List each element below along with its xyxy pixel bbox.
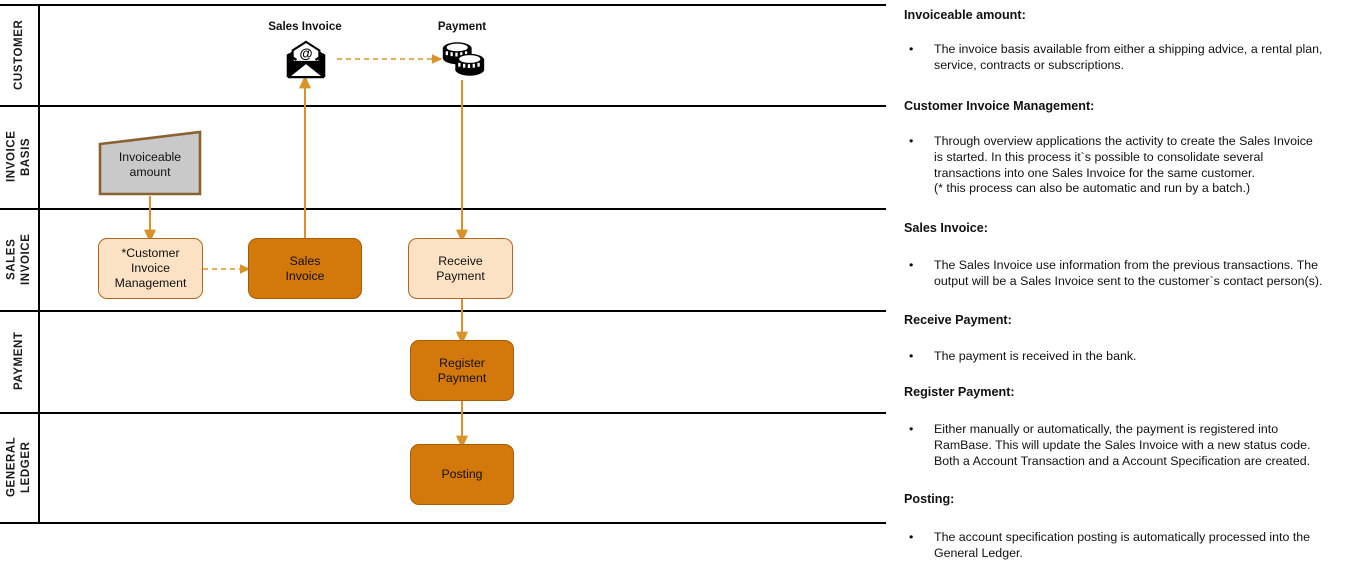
lane-label-sales-invoice: SALES INVOICE [5,233,32,285]
swimlane-diagram: CUSTOMER INVOICE BASIS SALES INVOICE PAY… [0,4,886,524]
coins-icon [438,38,488,80]
node-receive-payment-label: Receive Payment [436,253,485,283]
lane-label-general-ledger: GENERAL LEDGER [5,436,32,498]
lane-rule-bottom [0,522,886,524]
process-description-panel: Invoiceable amount: • The invoice basis … [900,0,1372,567]
panel-text-receive-payment: The payment is received in the bank. [934,349,1137,363]
bullet-dot: • [909,42,914,56]
node-sales-invoice-label: Sales Invoice [285,253,325,283]
panel-bullet-sales-invoice: • The Sales Invoice use information from… [904,258,1372,290]
panel-text-posting: The account specification posting is aut… [934,530,1311,560]
svg-text:@: @ [299,46,312,61]
node-receive-payment[interactable]: Receive Payment [408,238,513,299]
bullet-dot: • [909,134,914,148]
bullet-dot: • [909,530,914,544]
node-invoiceable-amount[interactable]: Invoiceable amount [98,130,202,196]
node-invoiceable-amount-label: Invoiceable amount [118,149,182,179]
panel-text-invoiceable-amount: The invoice basis available from either … [934,42,1323,72]
node-customer-invoice-management[interactable]: *Customer Invoice Management [98,238,203,299]
lane-rule-4 [0,412,886,414]
envelope-at-icon: @ [285,38,327,80]
bullet-dot: • [909,349,914,363]
bullet-dot: • [909,422,914,436]
bullet-dot: • [909,258,914,272]
panel-heading-receive-payment: Receive Payment: [904,313,1012,327]
panel-heading-posting: Posting: [904,492,955,506]
panel-text-sales-invoice: The Sales Invoice use information from t… [934,258,1323,288]
node-register-payment-label: Register Payment [437,355,487,385]
panel-text-register-payment: Either manually or automatically, the pa… [934,422,1311,468]
lane-divider-sales-invoice [38,208,40,310]
panel-bullet-register-payment: • Either manually or automatically, the … [904,422,1372,469]
panel-heading-invoiceable-amount: Invoiceable amount: [904,8,1026,22]
lane-rule-2 [0,208,886,210]
panel-bullet-customer-invoice-management: • Through overview applications the acti… [904,134,1372,197]
payment-icon-caption: Payment [437,20,487,33]
lane-divider-invoice-basis [38,105,40,208]
panel-text-customer-invoice-management: Through overview applications the activi… [934,134,1313,196]
node-posting-label: Posting [441,467,483,481]
node-posting[interactable]: Posting [410,444,514,505]
panel-bullet-invoiceable-amount: • The invoice basis available from eithe… [904,42,1372,74]
lane-rule-top [0,4,886,6]
panel-heading-customer-invoice-management: Customer Invoice Management: [904,99,1095,113]
panel-heading-register-payment: Register Payment: [904,385,1015,399]
lane-label-customer: CUSTOMER [12,19,25,90]
lane-rule-1 [0,105,886,107]
lane-divider-payment [38,310,40,412]
lane-label-invoice-basis: INVOICE BASIS [5,130,32,183]
node-customer-invoice-management-label: *Customer Invoice Management [114,246,187,290]
panel-heading-sales-invoice: Sales Invoice: [904,221,988,235]
sales-invoice-icon-caption: Sales Invoice [268,20,342,33]
lane-divider-general-ledger [38,412,40,522]
lane-label-payment: PAYMENT [12,331,25,391]
lane-divider-customer [38,4,40,105]
node-sales-invoice[interactable]: Sales Invoice [248,238,362,299]
panel-bullet-receive-payment: • The payment is received in the bank. [904,349,1372,365]
node-register-payment[interactable]: Register Payment [410,340,514,401]
panel-bullet-posting: • The account specification posting is a… [904,530,1372,562]
lane-rule-3 [0,310,886,312]
